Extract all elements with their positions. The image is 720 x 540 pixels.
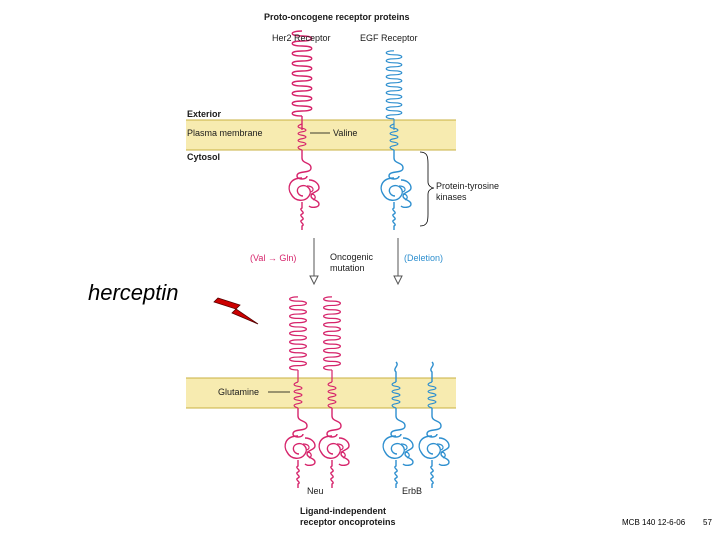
glutamine-label: Glutamine [218, 387, 260, 397]
cytosol-label: Cytosol [187, 152, 221, 162]
val-gln-label: (Val → Gln) [250, 253, 297, 263]
mutation-arrow-right [393, 238, 403, 286]
kinase-label-line2: kinases [436, 192, 467, 202]
egf-receptor-label: EGF Receptor [360, 33, 418, 43]
page-number: 57 [703, 518, 712, 527]
neu-label: Neu [307, 486, 324, 496]
oncogenic-mutation-line1: Oncogenic [330, 252, 374, 262]
lightning-bolt-icon [213, 297, 259, 325]
kinase-label-line1: Protein-tyrosine [436, 181, 500, 191]
footer-course-date: MCB 140 12-6-06 [622, 518, 686, 527]
oncogenic-mutation-line2: mutation [330, 263, 365, 273]
bottom-title-line2: receptor oncoproteins [300, 517, 396, 527]
her2-receptor-label: Her2 Receptor [272, 33, 331, 43]
diagram-title: Proto-oncogene receptor proteins [264, 12, 410, 22]
herceptin-label: herceptin [88, 280, 179, 305]
exterior-label: Exterior [187, 109, 222, 119]
upper-plasma-membrane [186, 120, 456, 150]
erbb-label: ErbB [402, 486, 423, 496]
kinase-bracket [419, 151, 435, 227]
valine-label: Valine [333, 128, 358, 138]
bottom-title-line1: Ligand-independent [300, 506, 386, 516]
lower-plasma-membrane [186, 378, 456, 408]
plasma-membrane-label: Plasma membrane [187, 128, 263, 138]
erbb-receptor-pair [382, 361, 450, 489]
deletion-label: (Deletion) [404, 253, 444, 263]
mutation-arrow-left [309, 238, 319, 286]
